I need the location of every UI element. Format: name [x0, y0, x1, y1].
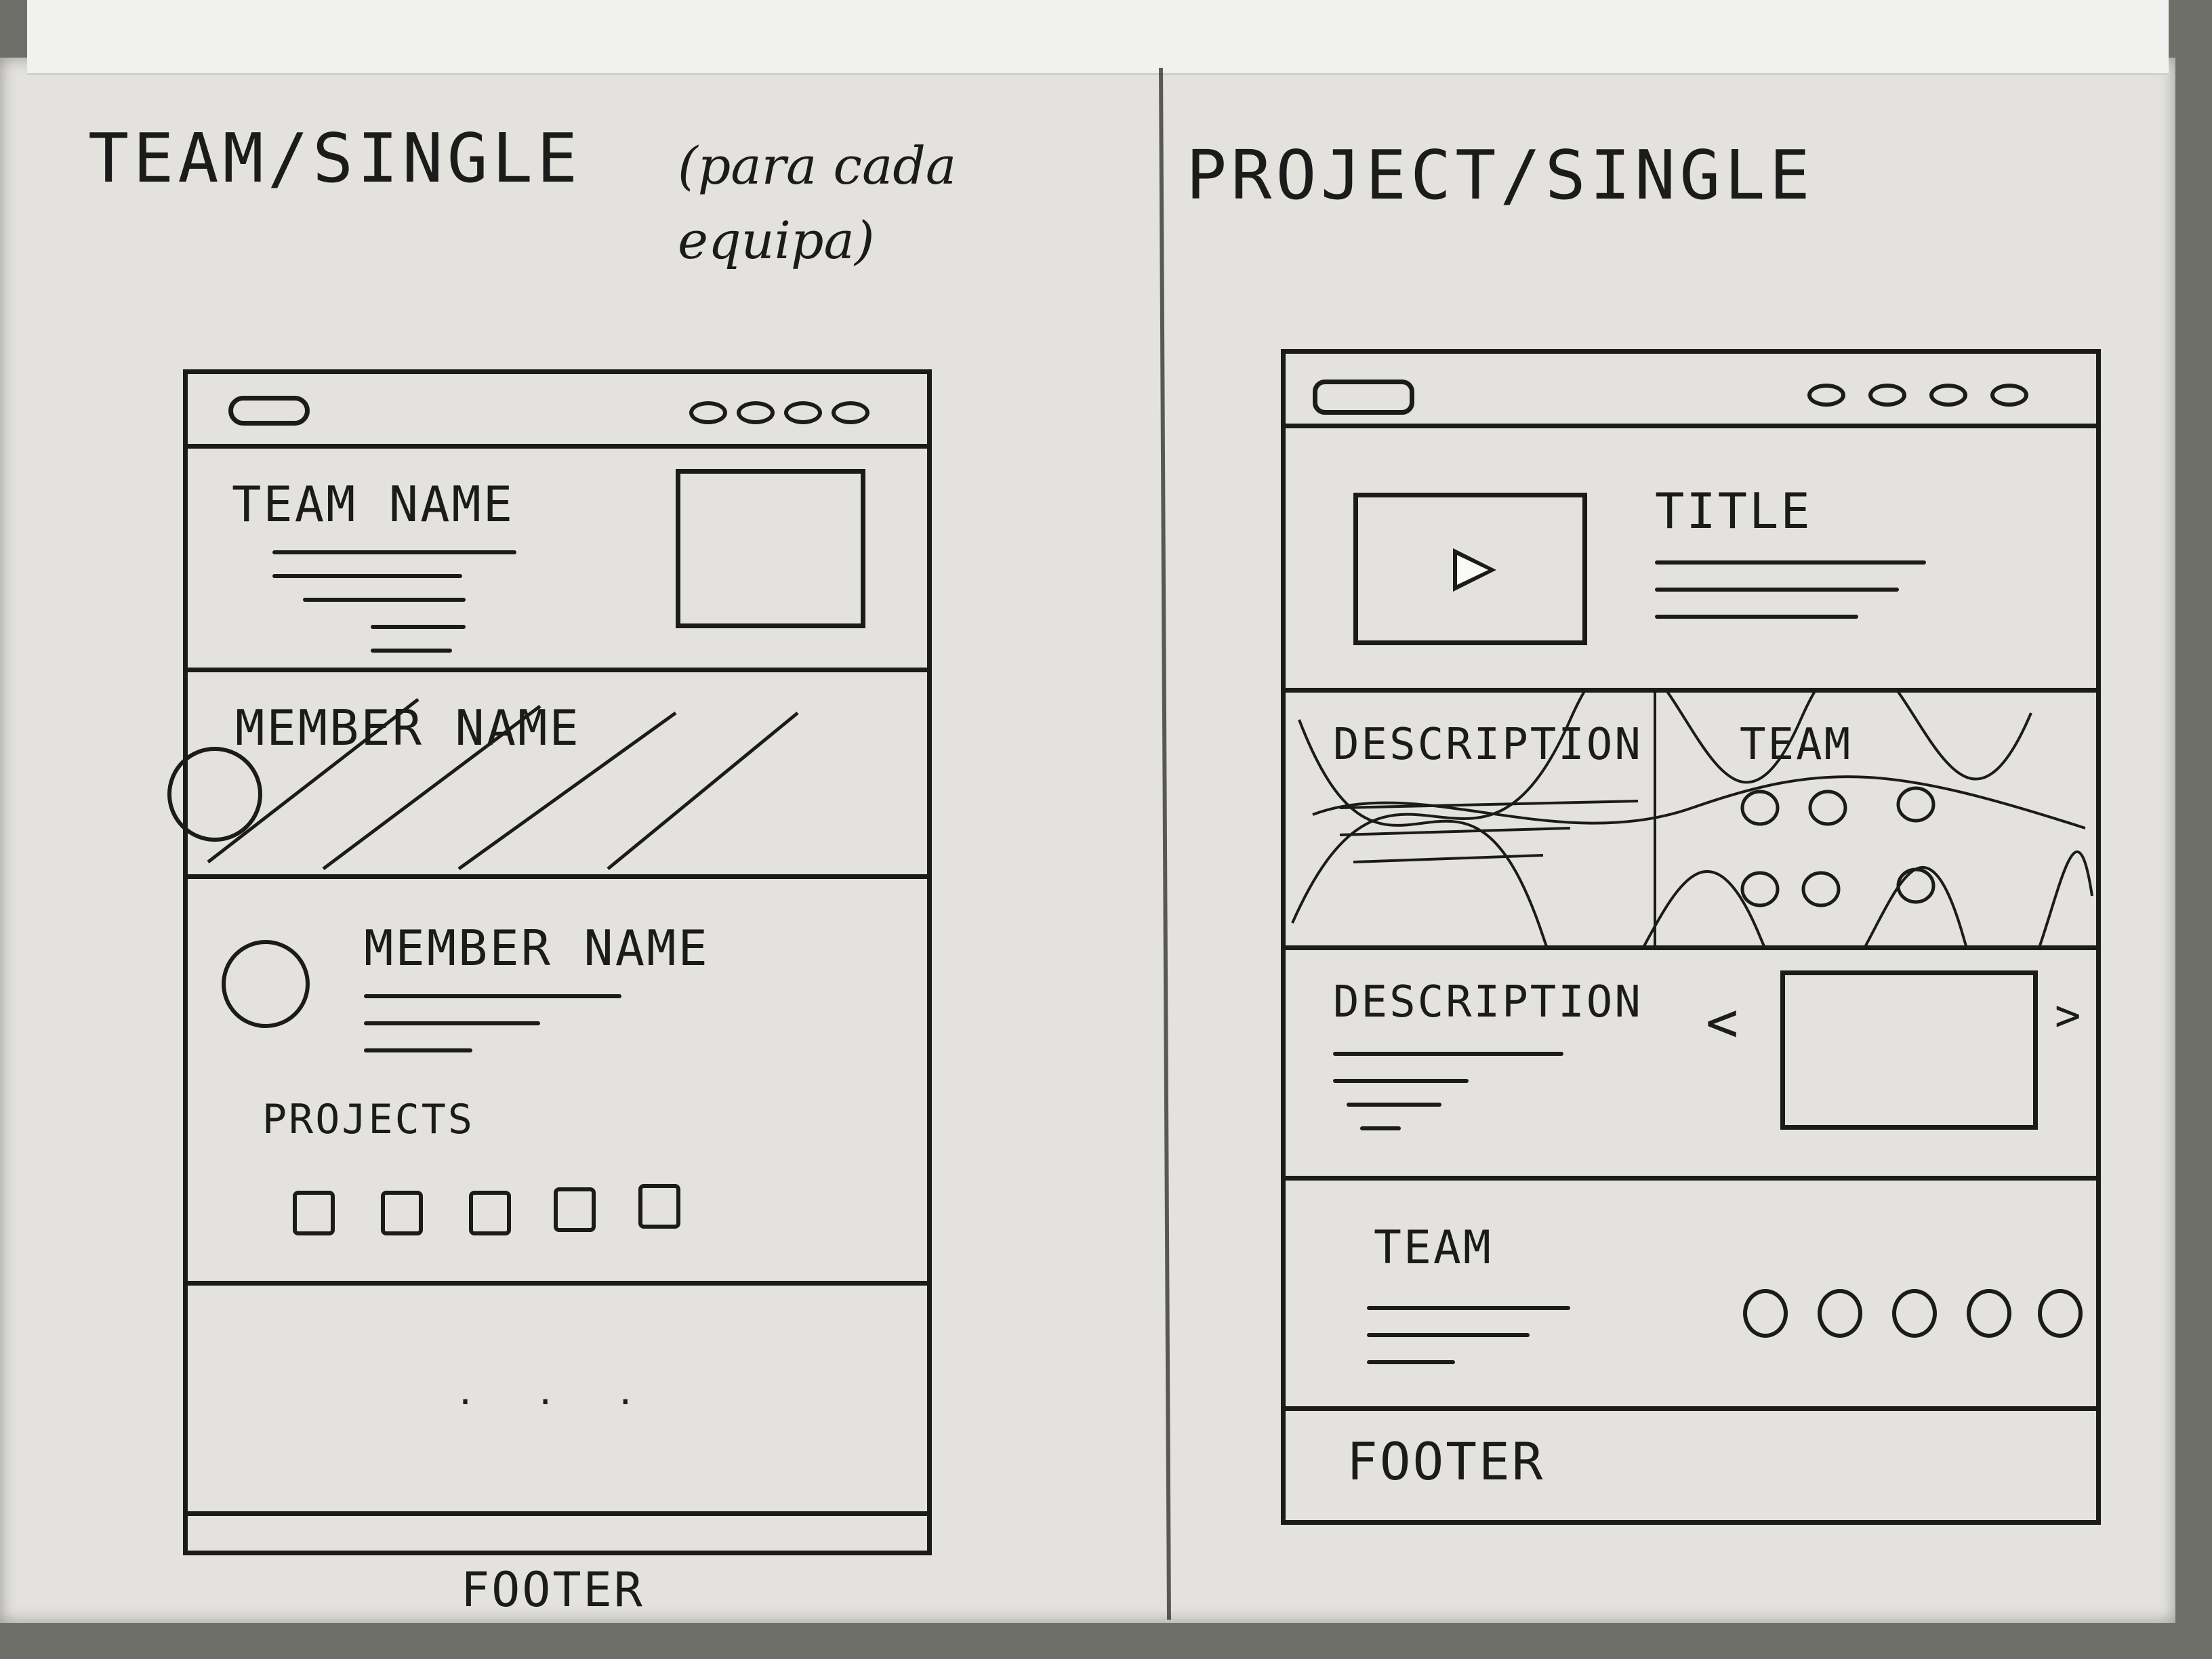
projects-label: PROJECTS	[262, 1096, 474, 1143]
carousel-next-icon[interactable]: >	[2055, 991, 2081, 1041]
logo-icon[interactable]	[1313, 380, 1414, 415]
nav-item-icon[interactable]	[1990, 384, 2028, 407]
nav-item-icon[interactable]	[1807, 384, 1845, 407]
text-line	[303, 598, 466, 602]
team-crossed: TEAM	[1740, 720, 1853, 770]
team-hero-section: TEAM NAME	[188, 449, 927, 672]
member-name: MEMBER NAME	[364, 920, 710, 977]
nav-item-icon[interactable]	[832, 401, 869, 424]
more-members-section: . . .	[188, 1286, 927, 1516]
cross-out-scribble	[1291, 693, 2093, 949]
text-line	[272, 550, 516, 554]
nav-item-icon[interactable]	[689, 401, 727, 424]
project-thumbnail[interactable]	[638, 1184, 680, 1229]
description-crossed: DESCRIPTION	[1333, 720, 1643, 770]
top-sheet-edge	[27, 0, 2169, 75]
team-section: TEAM	[1286, 1181, 2096, 1411]
text-line	[371, 649, 452, 653]
logo-icon[interactable]	[228, 396, 310, 426]
member-avatar-crossed	[167, 747, 262, 842]
text-line	[1333, 1052, 1563, 1056]
team-single-heading: TEAM/SINGLE	[88, 119, 582, 198]
team-single-note: (para cada equipa)	[678, 136, 957, 270]
text-line	[364, 1048, 472, 1052]
footer-section: FOOTER	[1286, 1411, 2096, 1519]
text-line	[371, 625, 466, 629]
member-avatar	[222, 940, 310, 1028]
description-label: DESCRIPTION	[1333, 977, 1643, 1027]
project-thumbnail[interactable]	[554, 1187, 596, 1232]
project-hero-section: TITLE	[1286, 428, 2096, 693]
project-single-heading: PROJECT/SINGLE	[1186, 136, 1814, 215]
project-footer-label: FOOTER	[1347, 1431, 1545, 1492]
project-thumbnail[interactable]	[381, 1191, 423, 1235]
project-page-wireframe: TITLE DESCRIPTION TEAM	[1281, 349, 2101, 1525]
text-line	[272, 574, 462, 578]
nav-item-icon[interactable]	[1868, 384, 1906, 407]
team-member-avatar[interactable]	[1892, 1289, 1937, 1338]
text-line	[1333, 1079, 1469, 1083]
text-line	[364, 1021, 540, 1025]
text-line	[1655, 615, 1858, 619]
carousel-prev-icon[interactable]: <	[1706, 991, 1739, 1054]
nav-item-icon[interactable]	[784, 401, 822, 424]
text-line	[1655, 560, 1926, 565]
team-member-avatar[interactable]	[1743, 1289, 1788, 1338]
team-member-avatar[interactable]	[2038, 1289, 2083, 1338]
project-thumbnail[interactable]	[469, 1191, 511, 1235]
team-page-wireframe: TEAM NAME MEMBER NAME MEMBER NAME PROJEC…	[167, 369, 932, 1555]
team-image-placeholder	[676, 469, 865, 628]
team-footer-label: FOOTER	[461, 1562, 644, 1618]
crossed-row-section: DESCRIPTION TEAM	[1286, 693, 2096, 950]
description-section: DESCRIPTION < >	[1286, 950, 2096, 1181]
nav-bar	[1286, 354, 2096, 428]
text-line	[1655, 588, 1899, 592]
carousel-image-placeholder	[1780, 970, 2038, 1130]
text-line	[1347, 1103, 1441, 1107]
video-placeholder[interactable]	[1353, 493, 1587, 645]
nav-bar	[188, 374, 927, 449]
team-member-avatar[interactable]	[1967, 1289, 2011, 1338]
nav-item-icon[interactable]	[1929, 384, 1967, 407]
cross-out-hatching	[207, 698, 799, 871]
text-line	[1360, 1126, 1401, 1130]
text-line	[1367, 1306, 1570, 1310]
project-thumbnail[interactable]	[293, 1191, 335, 1235]
team-label: TEAM	[1374, 1221, 1493, 1275]
team-member-avatar[interactable]	[1818, 1289, 1862, 1338]
team-name-title: TEAM NAME	[232, 476, 515, 533]
play-icon[interactable]	[1453, 548, 1496, 592]
text-line	[364, 994, 621, 998]
nav-item-icon[interactable]	[737, 401, 775, 424]
member-section: MEMBER NAME PROJECTS	[188, 879, 927, 1286]
text-line	[1367, 1333, 1530, 1337]
project-title: TITLE	[1655, 483, 1812, 539]
text-line	[1367, 1360, 1455, 1364]
member-section-crossed: MEMBER NAME	[167, 672, 927, 879]
ellipsis: . . .	[459, 1367, 659, 1414]
